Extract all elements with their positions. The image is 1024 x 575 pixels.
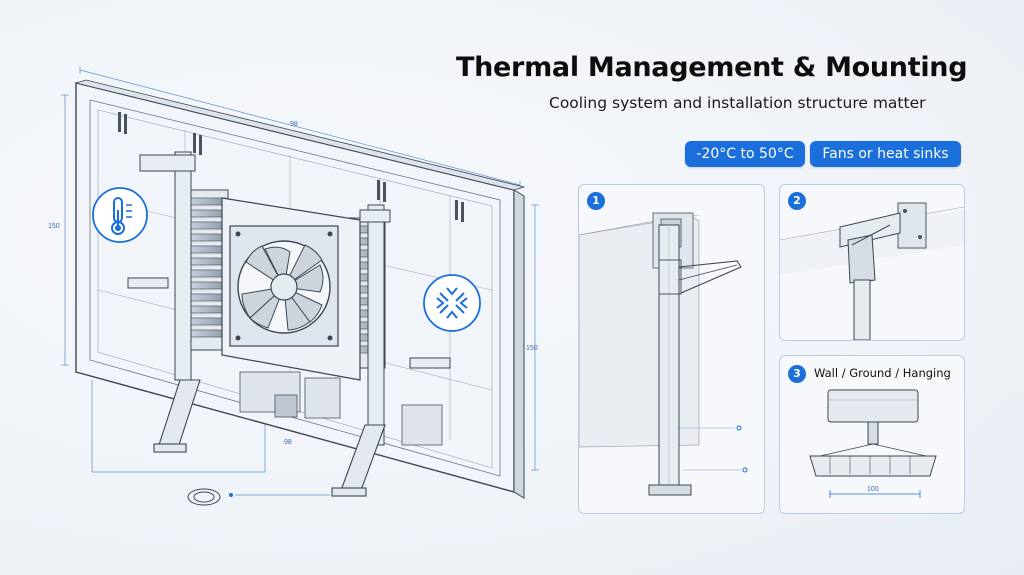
step-badge-2: 2 [788,192,806,210]
mount-panel-bracket: 2 [779,184,965,341]
page-title: Thermal Management & Mounting [456,52,968,83]
dim-left: 150 [48,223,60,230]
cooling-fan [221,197,361,381]
display-cabinet-blueprint: 98 150 150 98 [48,66,539,506]
step-badge-3: 3 [788,365,806,383]
dim-right: 150 [526,345,538,352]
step-badge-1: 1 [587,192,605,210]
cooling-method-tag: Fans or heat sinks [810,141,961,167]
dim-top: 98 [290,121,298,128]
page-subtitle: Cooling system and installation structur… [549,94,926,112]
mount-panel-pole: 1 [578,184,765,514]
mount-panel-hanging: 100 3 Wall / Ground / Hanging [779,355,965,514]
temperature-range-tag: -20°C to 50°C [685,141,805,167]
mount-types-label: Wall / Ground / Hanging [814,366,951,380]
airflow-icon [423,274,481,332]
dim-hanging: 100 [867,486,879,493]
thermometer-icon [92,187,148,243]
dim-bottom: 98 [284,439,292,446]
